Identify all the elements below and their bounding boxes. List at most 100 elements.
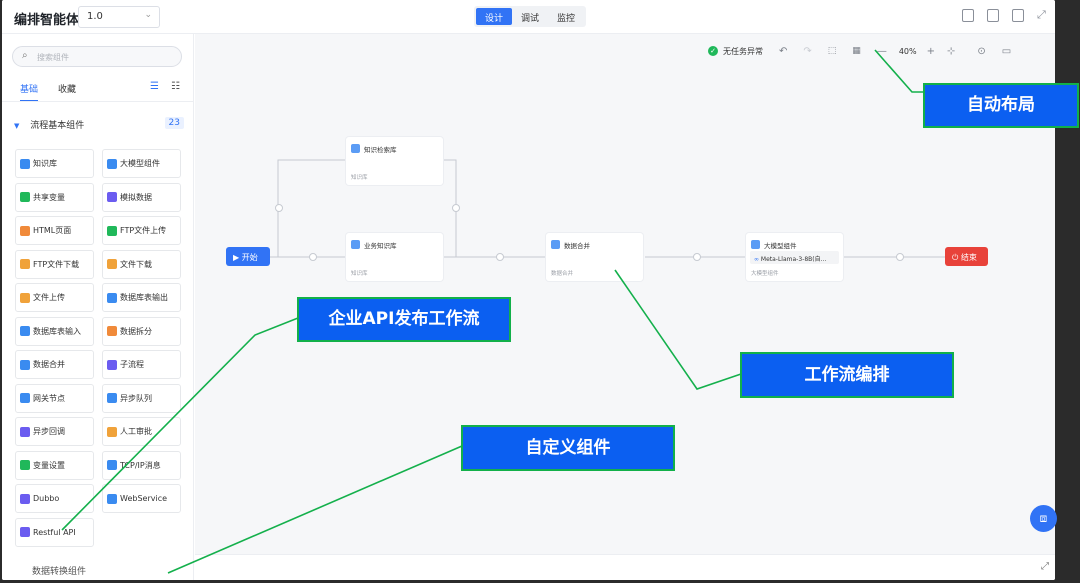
- callout-orchestration: 工作流编排: [740, 352, 954, 398]
- end-node[interactable]: ⏻ 结束: [945, 247, 988, 266]
- tab-favorites[interactable]: 收藏: [58, 85, 77, 95]
- component-label: FTP文件上传: [120, 226, 167, 235]
- merge-icon: [551, 240, 560, 249]
- fullscreen-icon[interactable]: ⤢: [1041, 561, 1049, 572]
- component-icon: [107, 292, 117, 303]
- node-title: 业务知识库: [364, 242, 397, 250]
- component-label: Dubbo: [33, 494, 60, 503]
- component-icon: [20, 493, 30, 504]
- mode-switch: 设计 调试 监控: [474, 6, 587, 27]
- search-input[interactable]: ⌕ 搜索组件: [12, 46, 182, 67]
- tab-monitor[interactable]: 监控: [557, 14, 576, 24]
- component-label: 变量设置: [33, 460, 65, 470]
- assistant-fab[interactable]: ⧈: [1030, 505, 1057, 532]
- component-label: 文件上传: [33, 293, 65, 302]
- component-label: 模拟数据: [120, 192, 152, 202]
- component-label: 网关节点: [33, 393, 65, 403]
- select-area-icon[interactable]: ⬚: [827, 46, 837, 56]
- fit-view-icon[interactable]: ⊹: [946, 45, 956, 57]
- zoom-in-icon[interactable]: +: [926, 45, 935, 57]
- component-label: 数据库表输入: [33, 326, 81, 336]
- undo-icon[interactable]: ↶: [779, 45, 788, 57]
- collapse-all-icon[interactable]: ☷: [170, 81, 180, 92]
- search-icon: ⌕: [22, 50, 28, 61]
- start-node[interactable]: ▶ 开始: [226, 247, 270, 266]
- component-icon: [20, 426, 30, 437]
- component-icon: [107, 259, 117, 269]
- group-header-transform[interactable]: 数据转换组件: [32, 567, 87, 577]
- component-label: 异步回调: [33, 427, 65, 436]
- model-icon: [751, 240, 760, 249]
- node-llm[interactable]: 大模型组件 ∞ Meta-Llama-3-8B(自... 大模型组件: [746, 233, 843, 281]
- header: 编排智能体 1.0 ⌄ 设计 调试 监控 ⤢: [2, 0, 1055, 34]
- list-view-icon[interactable]: ☰: [150, 81, 159, 92]
- callout-custom-component: 自定义组件: [461, 425, 675, 471]
- component-icon: [20, 460, 30, 470]
- node-title: 大模型组件: [764, 242, 797, 250]
- header-actions: ⤢: [962, 9, 1049, 22]
- end-label: 结束: [960, 253, 977, 262]
- tab-design[interactable]: 设计: [476, 8, 513, 25]
- component-item[interactable]: FTP文件上传: [102, 216, 181, 245]
- version-select[interactable]: 1.0 ⌄: [78, 6, 160, 28]
- start-label: 开始: [241, 253, 258, 262]
- knowledge-icon: [351, 240, 360, 249]
- group-title: 流程基本组件: [30, 121, 85, 131]
- component-item[interactable]: 知识库: [15, 149, 94, 178]
- status-text: 无任务异常: [723, 46, 763, 56]
- component-icon: [20, 192, 30, 202]
- component-icon: [20, 527, 30, 537]
- status-ok-icon: ✓: [708, 46, 718, 56]
- node-data-merge[interactable]: 数据合并 数据合并: [546, 233, 643, 281]
- component-label: HTML页面: [33, 226, 72, 235]
- node-subtitle: 数据合并: [551, 271, 574, 277]
- component-label: 大模型组件: [120, 159, 160, 168]
- component-label: 数据合并: [33, 360, 65, 369]
- callout-auto-layout: 自动布局: [923, 83, 1079, 128]
- component-item[interactable]: 大模型组件: [102, 149, 181, 178]
- node-subtitle: 知识库: [351, 175, 368, 181]
- view-toggle: ☰ ☷: [150, 81, 180, 92]
- save-as-icon[interactable]: [987, 9, 999, 22]
- node-kb-business[interactable]: 业务知识库 知识库: [346, 233, 443, 281]
- component-icon: [20, 225, 30, 236]
- minimap-icon[interactable]: ▭: [1001, 45, 1012, 57]
- app-title: 编排智能体: [14, 13, 80, 28]
- node-kb-retrieve[interactable]: 知识检索库 知识库: [346, 137, 443, 185]
- knowledge-icon: [351, 144, 360, 153]
- redo-icon[interactable]: ↷: [803, 45, 812, 57]
- tab-debug[interactable]: 调试: [521, 14, 540, 24]
- component-label: 知识库: [33, 159, 57, 168]
- component-icon: [107, 158, 117, 169]
- component-icon: [20, 393, 30, 403]
- expand-icon[interactable]: ⤢: [1037, 8, 1046, 21]
- component-item[interactable]: 文件下载: [102, 249, 181, 279]
- node-subtitle: 大模型组件: [751, 271, 779, 277]
- component-label: 共享变量: [33, 192, 65, 202]
- component-item[interactable]: 模拟数据: [102, 182, 181, 212]
- component-label: Restful API: [33, 527, 76, 537]
- screenshot-icon[interactable]: ⊙: [977, 45, 986, 57]
- component-icon: [20, 292, 30, 303]
- search-placeholder: 搜索组件: [37, 53, 69, 62]
- component-item[interactable]: 数据库表输出: [102, 283, 181, 312]
- group-header-basic[interactable]: ▼ 流程基本组件 23: [14, 117, 184, 131]
- component-icon: [20, 259, 30, 269]
- component-icon: [20, 326, 30, 336]
- save-icon[interactable]: [962, 9, 974, 22]
- component-item[interactable]: 共享变量: [15, 182, 94, 212]
- auto-layout-icon[interactable]: ▦: [852, 46, 861, 56]
- caret-down-icon: ▼: [14, 122, 20, 130]
- component-label: FTP文件下载: [33, 259, 80, 269]
- component-item[interactable]: 文件上传: [15, 283, 94, 312]
- model-select[interactable]: ∞ Meta-Llama-3-8B(自...: [750, 251, 839, 264]
- document-icon[interactable]: [1012, 9, 1024, 22]
- node-title: 知识检索库: [364, 146, 397, 154]
- component-item[interactable]: HTML页面: [15, 216, 94, 245]
- node-title: 数据合并: [564, 242, 590, 250]
- component-item[interactable]: FTP文件下载: [15, 249, 94, 279]
- group-count-badge: 23: [164, 117, 184, 129]
- model-name: Meta-Llama-3-8B(自...: [760, 256, 827, 263]
- divider: [2, 101, 193, 102]
